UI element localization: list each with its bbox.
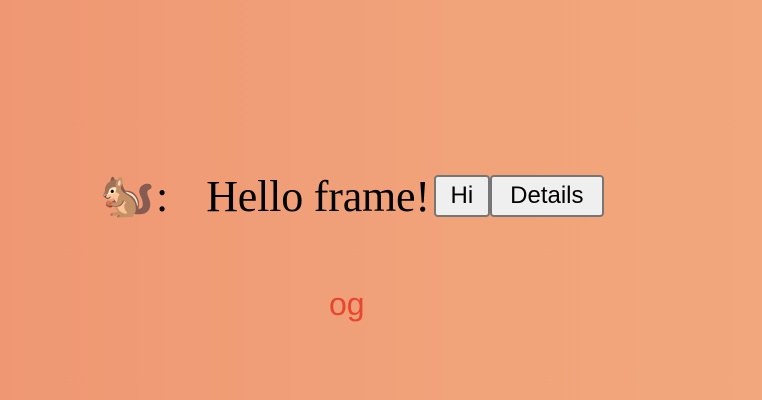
greeting-text: Hello frame! xyxy=(206,171,430,221)
chipmunk-icon: 🐿️ xyxy=(100,170,155,221)
details-button[interactable]: Details xyxy=(489,175,604,217)
hi-button[interactable]: Hi xyxy=(433,175,490,217)
footer-label: og xyxy=(329,286,365,322)
separator-colon: : xyxy=(156,171,169,221)
frame-greeting-row: 🐿️ : Hello frame! Hi Details xyxy=(100,168,604,224)
